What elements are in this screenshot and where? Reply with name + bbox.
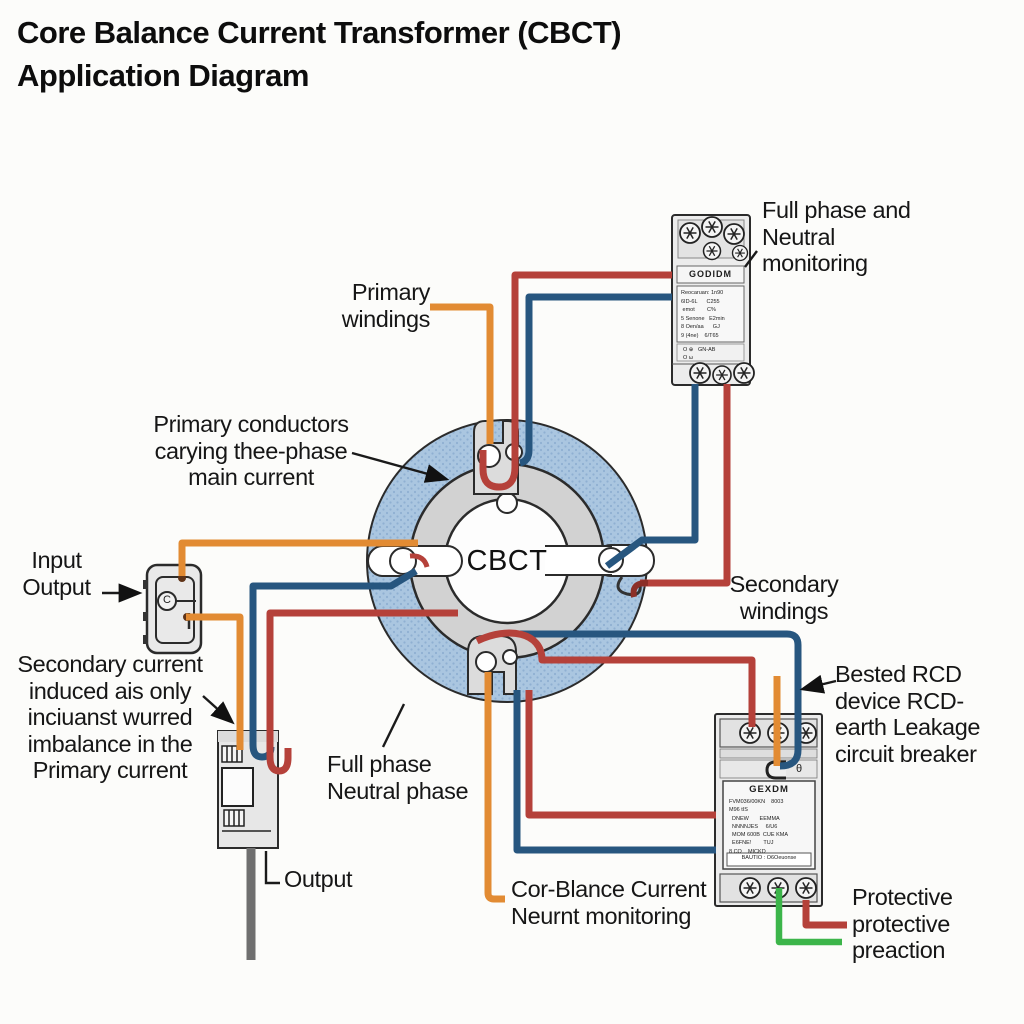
wire-blue-toroid-to-relay [518, 293, 672, 467]
wire-red-toroid-to-rcd-side [525, 690, 716, 819]
leader-full-neutral-phase [381, 703, 406, 748]
bottom-clamp-hole [475, 651, 497, 673]
wire-orange-bottom-lead [484, 672, 505, 903]
right-slot-clip [616, 576, 642, 597]
screw-icon [731, 244, 749, 262]
wire-blue-toroid-to-rcd-top [520, 630, 802, 770]
screw-icon [702, 241, 722, 261]
label-cor-blance: Cor-Blance Current Neurnt monitoring [511, 876, 707, 929]
leader-primary-conductors [351, 451, 450, 483]
leader-bested-rcd [799, 674, 837, 694]
wire-red-toroid-to-output-device [266, 609, 458, 775]
toroid-channel-edges [545, 545, 612, 576]
screw-icon [701, 216, 723, 238]
wire-red-toroid-to-relay [479, 271, 672, 491]
wire-red-left-slot-stub [409, 553, 430, 568]
wire-green-earth [775, 888, 842, 946]
leader-monitoring [744, 250, 758, 268]
screw-icon [712, 365, 732, 385]
cbct-toroid [366, 419, 655, 703]
screw-icon [795, 877, 817, 899]
label-protective: Protective protective preaction [852, 884, 953, 964]
screw-icon [733, 362, 755, 384]
leader-secondary-current [202, 695, 235, 725]
label-secondary-current: Secondary current induced ais only inciu… [17, 651, 203, 784]
rcd-brand-text: GEXDM [749, 784, 789, 795]
wire-blue-toroid-to-rcd-side [513, 690, 716, 854]
wire-orange-sensor-out [186, 613, 244, 750]
label-primary-windings: Primary windings [341, 279, 431, 332]
leader-output-elbow [264, 851, 280, 885]
wire-orange-primary-winding [430, 303, 494, 444]
toroid-right-channel [545, 547, 607, 574]
label-input-output: Input Output [22, 547, 91, 600]
toroid-top-hole [496, 492, 518, 514]
wire-red-toroid-to-rcd-top [475, 629, 756, 727]
relay-label-text: Reocaruan: 1n90 6ID-6L C255 emot C% 5 Se… [681, 290, 725, 339]
sensor-c-mark: C [163, 594, 171, 606]
relay-brand-text: GODIDM [689, 269, 732, 279]
label-full-phase-neutral-phase: Full phase Neutral phase [327, 751, 469, 804]
page-title: Core Balance Current Transformer (CBCT) … [17, 15, 622, 93]
wire-orange-sensor-in [178, 539, 418, 576]
wire-red-curl [630, 579, 649, 598]
rcd-theta-symbol: θ [796, 763, 803, 775]
rcd-label-text: FVM036/00KN 8003 M96 tIS DNEW EEMMA NNNN… [729, 799, 788, 855]
screw-icon [723, 223, 745, 245]
wiring [178, 271, 847, 960]
wire-blue-relay-to-toroid [604, 384, 699, 569]
wire-red-rcd-bottom [802, 900, 847, 929]
label-secondary-windings: Secondary windings [729, 571, 839, 624]
toroid-left-slot-hole [389, 547, 417, 575]
relay-indicator-text: O ⊕ GN-AB O ω [683, 347, 716, 362]
monitoring-relay-device [671, 214, 755, 386]
label-full-phase-neutral-monitoring: Full phase and Neutral monitoring [762, 197, 911, 277]
screw-icon [739, 877, 761, 899]
input-output-sensor-device [143, 563, 203, 655]
label-primary-conductors: Primary conductors carying thee-phase ma… [153, 411, 349, 491]
screw-icon [689, 362, 711, 384]
screw-icon [679, 222, 701, 244]
rcd-rating-text: BAUTIO : O6Oeuonse [741, 855, 797, 861]
bottom-clamp-hole-2 [502, 649, 518, 665]
leader-lines [102, 250, 837, 885]
label-bested-rcd: Bested RCD device RCD- earth Leakage cir… [835, 661, 981, 767]
wire-red-relay-to-toroid [640, 384, 731, 587]
cbct-core-label: CBCT [466, 545, 548, 577]
label-output: Output [284, 866, 353, 892]
